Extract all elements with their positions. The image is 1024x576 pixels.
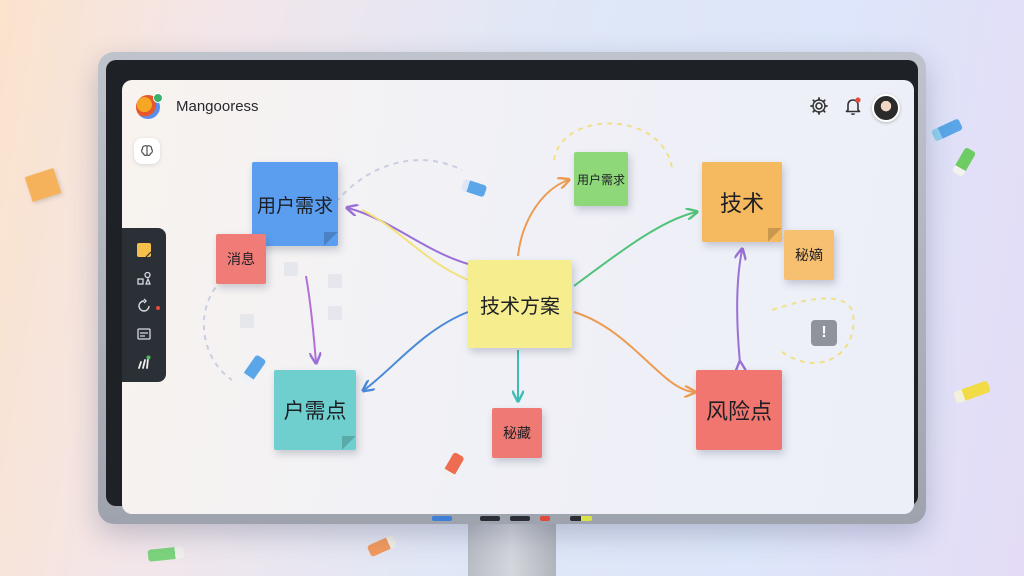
connector-arrow [361, 209, 469, 281]
floating-marker-blue [930, 118, 964, 142]
sticky-note-message[interactable]: 消息 [216, 234, 266, 284]
tray-marker [480, 516, 500, 521]
sticky-note-risk[interactable]: 风险点 [696, 370, 782, 450]
note-label: 用户需求 [576, 172, 625, 187]
note-label: 技术方案 [480, 293, 560, 318]
app-logo[interactable] [136, 93, 163, 119]
sticky-note-user-needs-small[interactable]: 用户需求 [574, 152, 628, 206]
note-label: 风险点 [705, 400, 772, 425]
dashed-path [202, 279, 233, 381]
scrap-chip [240, 314, 254, 328]
sticky-note-tech[interactable]: 技术 [702, 162, 782, 242]
floating-marker-yellow [953, 380, 991, 404]
connector-arrow [305, 275, 316, 362]
app-window: Mangooress [122, 80, 914, 514]
note-label: 秘藏 [503, 426, 531, 442]
connector-arrow [517, 180, 568, 257]
alert-symbol: ! [821, 324, 827, 341]
sticky-note-user-needs[interactable]: 用户需求 [252, 162, 338, 246]
pen-tool[interactable] [136, 354, 152, 370]
floating-sticky-note [24, 168, 62, 202]
sticky-note-bottom[interactable]: 秘藏 [492, 408, 542, 458]
scrap-chip [328, 306, 342, 320]
connector-arrow [364, 311, 469, 390]
dashed-path [335, 159, 463, 203]
note-label: 户需点 [283, 399, 347, 423]
bell-icon[interactable] [842, 95, 864, 117]
tray-marker [432, 516, 452, 521]
note-label: 秘嫡 [795, 248, 823, 264]
tray-marker [570, 516, 592, 521]
sticky-note-center[interactable]: 技术方案 [468, 260, 572, 348]
sticky-note-tool[interactable] [136, 242, 152, 258]
connector-arrow [573, 311, 694, 392]
scrap-chip [284, 262, 298, 276]
monitor: Mangooress [98, 52, 926, 524]
template-tool[interactable] [136, 326, 152, 342]
monitor-stand [468, 522, 556, 576]
shapes-tool[interactable] [136, 270, 152, 286]
scrap-chip [328, 274, 342, 288]
note-label: 技术 [719, 192, 764, 217]
monitor-bezel: Mangooress [106, 60, 918, 514]
tray-marker [510, 516, 530, 521]
sticky-note-pain-point[interactable]: 户需点 [274, 370, 356, 450]
avatar[interactable] [872, 94, 900, 122]
history-tool[interactable] [136, 298, 160, 314]
board-connectors [202, 122, 855, 514]
history-badge [156, 306, 160, 310]
note-label: 用户需求 [256, 194, 333, 217]
tray-marker [540, 516, 550, 521]
brain-icon[interactable] [134, 138, 160, 164]
floating-marker-orange [366, 534, 398, 558]
sticky-note-side[interactable]: 秘嫡 [784, 230, 834, 280]
settings-icon[interactable] [808, 95, 830, 117]
floating-marker-green-bottom [147, 546, 185, 562]
connector-arrow [348, 208, 469, 265]
connector-arrow [737, 250, 742, 363]
note-label: 消息 [227, 252, 255, 268]
dashed-path [771, 297, 855, 364]
connector-arrow [573, 212, 696, 287]
app-title: Mangooress [176, 98, 259, 115]
alert-icon[interactable]: ! [811, 320, 837, 346]
floating-marker-green [951, 146, 977, 178]
tool-palette [122, 228, 166, 382]
